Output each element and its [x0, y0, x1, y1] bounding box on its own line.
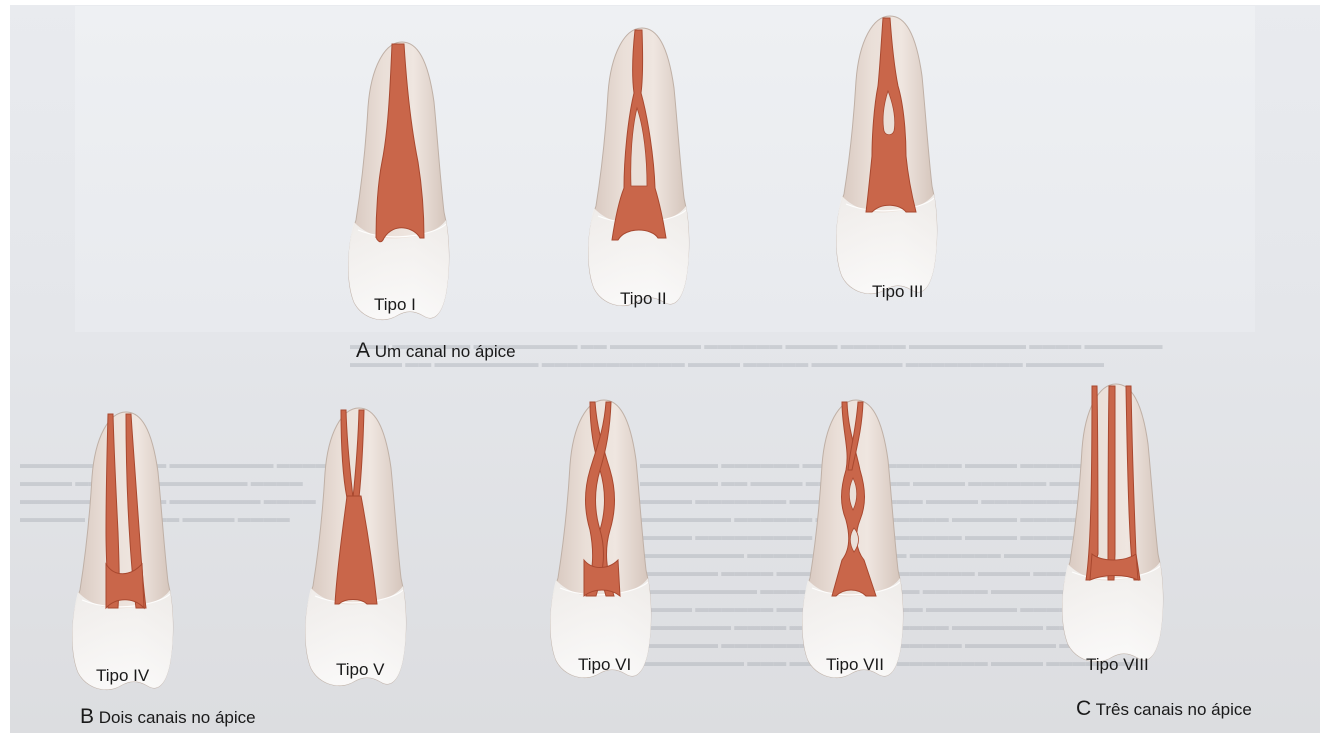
tooth-tipo-6 [550, 400, 651, 678]
tooth-tipo-5 [305, 408, 406, 686]
tooth-tipo-4 [72, 412, 173, 690]
group-caption-a-text: Um canal no ápice [375, 342, 516, 361]
group-caption-a: A Um canal no ápice [356, 339, 516, 363]
tooth-tipo-7 [802, 400, 903, 678]
tooth-label-tipo-1: Tipo I [374, 295, 416, 315]
tooth-label-tipo-7: Tipo VII [826, 655, 884, 675]
group-caption-c: C Três canais no ápice [1076, 697, 1252, 721]
tooth-label-tipo-3: Tipo III [872, 282, 923, 302]
tooth-tipo-1 [348, 42, 449, 320]
group-caption-c-text: Três canais no ápice [1096, 700, 1252, 719]
tooth-tipo-2 [588, 28, 689, 306]
tooth-tipo-3 [836, 16, 937, 294]
tooth-label-tipo-6: Tipo VI [578, 655, 631, 675]
group-caption-b-text: Dois canais no ápice [99, 708, 256, 727]
tooth-label-tipo-8: Tipo VIII [1086, 655, 1149, 675]
group-caption-b: B Dois canais no ápice [80, 705, 256, 729]
group-letter-c: C [1076, 697, 1091, 720]
canal-middle [1108, 386, 1115, 580]
group-letter-b: B [80, 705, 94, 728]
tooth-label-tipo-5: Tipo V [336, 660, 385, 680]
tooth-label-tipo-2: Tipo II [620, 289, 667, 309]
group-letter-a: A [356, 339, 370, 362]
tooth-label-tipo-4: Tipo IV [96, 666, 149, 686]
tooth-tipo-8 [1062, 384, 1163, 662]
